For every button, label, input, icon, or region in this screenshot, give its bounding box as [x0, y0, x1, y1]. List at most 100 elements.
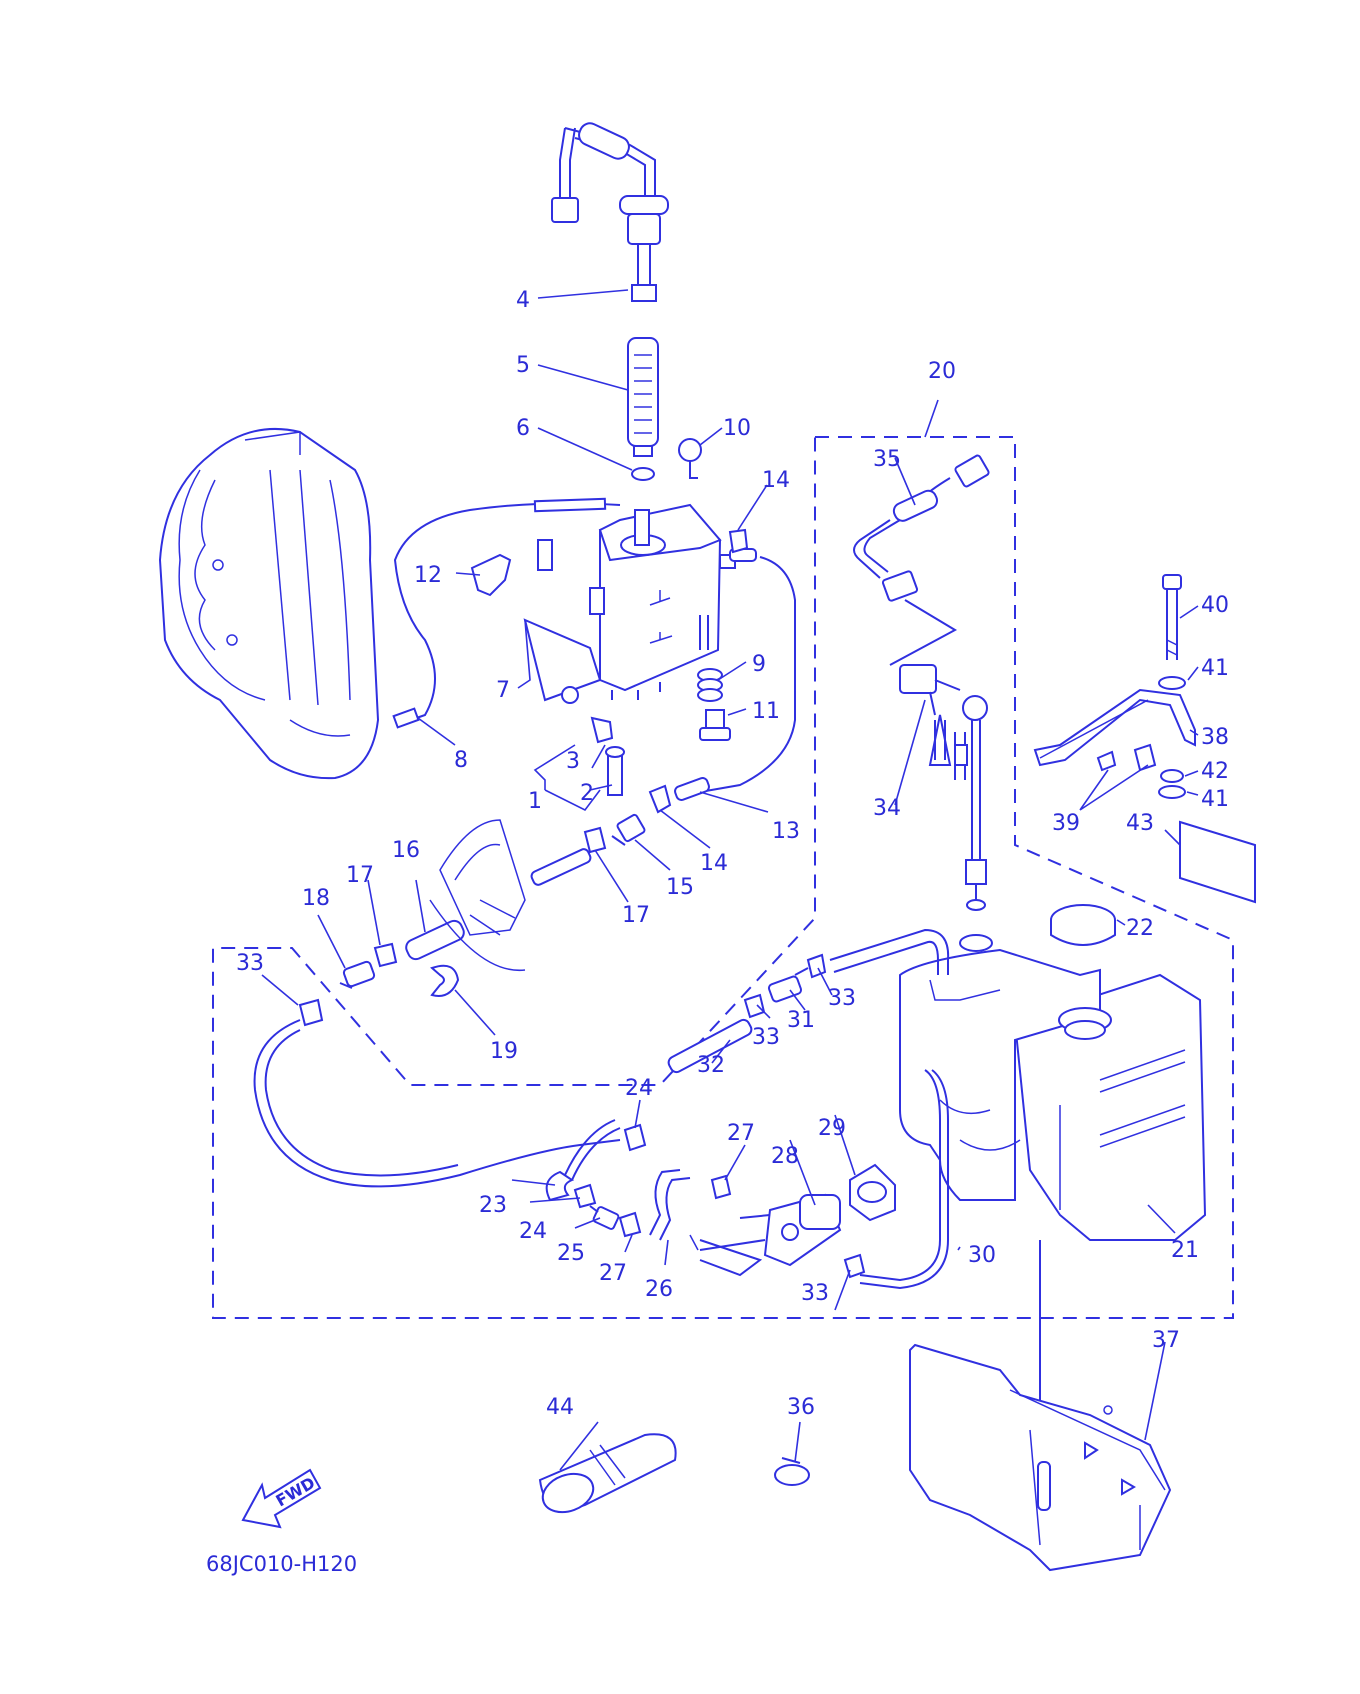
callout-11: 11: [752, 699, 780, 724]
callout-22: 22: [1126, 916, 1154, 941]
clamp: [430, 964, 460, 997]
callout-3: 3: [566, 749, 580, 774]
clamp-36: [774, 1457, 810, 1486]
callout-24b: 24: [519, 1219, 547, 1244]
callout-6: 6: [516, 416, 530, 441]
oil-hose-13: [699, 556, 796, 793]
callout-16: 16: [392, 838, 420, 863]
hose-clip-33b: [743, 993, 766, 1019]
mounting-plate: [909, 1240, 1172, 1572]
callout-21: 21: [1171, 1238, 1199, 1263]
callout-1: 1: [528, 789, 542, 814]
sub-oil-tank: [598, 503, 736, 700]
callout-31: 31: [787, 1008, 815, 1033]
callout-41b: 41: [1201, 787, 1229, 812]
hose-clip-33a: [298, 998, 324, 1027]
washer-41b: [1158, 785, 1186, 799]
callout-8: 8: [454, 748, 468, 773]
callout-27a: 27: [727, 1121, 755, 1146]
callout-25: 25: [557, 1241, 585, 1266]
callout-30: 30: [968, 1243, 996, 1268]
oil-level-sensor: [551, 122, 669, 302]
callout-41a: 41: [1201, 656, 1229, 681]
oil-hose-23: [253, 1019, 621, 1188]
callout-33b: 33: [752, 1025, 780, 1050]
o-ring: [631, 467, 655, 481]
oil-pump: [689, 1193, 842, 1277]
clip: [470, 553, 512, 597]
leader-lines: [261, 289, 1199, 1471]
oil-hose-16: [405, 919, 465, 961]
washer-41a: [1158, 676, 1186, 690]
filler-cap: [849, 1163, 896, 1222]
callout-2: 2: [580, 781, 594, 806]
callout-24a: 24: [625, 1076, 653, 1101]
callout-34: 34: [873, 796, 901, 821]
main-oil-tank: [899, 948, 1207, 1241]
hose-clip-17b: [583, 826, 607, 854]
spring: [697, 615, 723, 702]
callout-26: 26: [645, 1277, 673, 1302]
callout-13: 13: [772, 819, 800, 844]
engine-cover: [158, 427, 380, 780]
bracket: [523, 539, 605, 704]
washer-42: [1160, 769, 1184, 783]
callout-37: 37: [1152, 1328, 1180, 1353]
joint-18: [339, 960, 376, 989]
callout-36: 36: [787, 1395, 815, 1420]
callout-4: 4: [516, 288, 530, 313]
wiring-harness: [853, 454, 993, 952]
diagram-code: 68JC010-H120: [206, 1552, 357, 1576]
callout-15: 15: [666, 875, 694, 900]
callout-44: 44: [546, 1395, 574, 1420]
oil-hose-26: [649, 1169, 681, 1236]
hose-clip-14b: [648, 784, 672, 814]
callout-28: 28: [771, 1144, 799, 1169]
decal: [1179, 820, 1256, 904]
callout-12: 12: [414, 563, 442, 588]
callout-labels: 4 5 6 10 14 12 7 8 9 11 3 2 1 13 14 15 1…: [206, 288, 1229, 1576]
callout-7: 7: [496, 678, 510, 703]
hose-clip-14a: [728, 528, 749, 554]
hose-clip-17a: [373, 942, 398, 968]
hose-clip-33c: [806, 953, 827, 979]
hose-clip-27a: [710, 1174, 732, 1200]
plug: [678, 438, 702, 479]
mount-bracket: [429, 819, 526, 972]
tank-cap: [1050, 904, 1116, 946]
callout-32: 32: [697, 1053, 725, 1078]
callout-17b: 17: [622, 903, 650, 928]
callout-33d: 33: [801, 1281, 829, 1306]
joint-25: [589, 1205, 620, 1230]
bolt: [699, 709, 731, 741]
callout-20: 20: [928, 359, 956, 384]
bolt-40: [1162, 574, 1182, 660]
callout-14a: 14: [762, 468, 790, 493]
oil-hose-30: [859, 1069, 941, 1282]
callout-40: 40: [1201, 593, 1229, 618]
callout-33c: 33: [828, 986, 856, 1011]
callout-10: 10: [723, 416, 751, 441]
rubber-pad: [1096, 743, 1157, 772]
callout-33a: 33: [236, 951, 264, 976]
callout-38: 38: [1201, 725, 1229, 750]
callout-5: 5: [516, 353, 530, 378]
callout-14b: 14: [700, 851, 728, 876]
callout-23: 23: [479, 1193, 507, 1218]
callout-18: 18: [302, 886, 330, 911]
oil-hose-8: [393, 502, 621, 723]
callout-39: 39: [1052, 811, 1080, 836]
hose-clip-24a: [623, 1123, 647, 1152]
callout-9: 9: [752, 652, 766, 677]
joint-31: [767, 967, 809, 1003]
hose-clip-24b: [573, 1183, 597, 1209]
tank-bracket: [1033, 688, 1196, 767]
callout-43: 43: [1126, 811, 1154, 836]
joint: [611, 813, 646, 846]
callout-19: 19: [490, 1039, 518, 1064]
protector-sleeve: [538, 1433, 677, 1514]
oil-strainer: [627, 337, 659, 457]
callout-27b: 27: [599, 1261, 627, 1286]
hose-clip-27b: [618, 1211, 642, 1238]
